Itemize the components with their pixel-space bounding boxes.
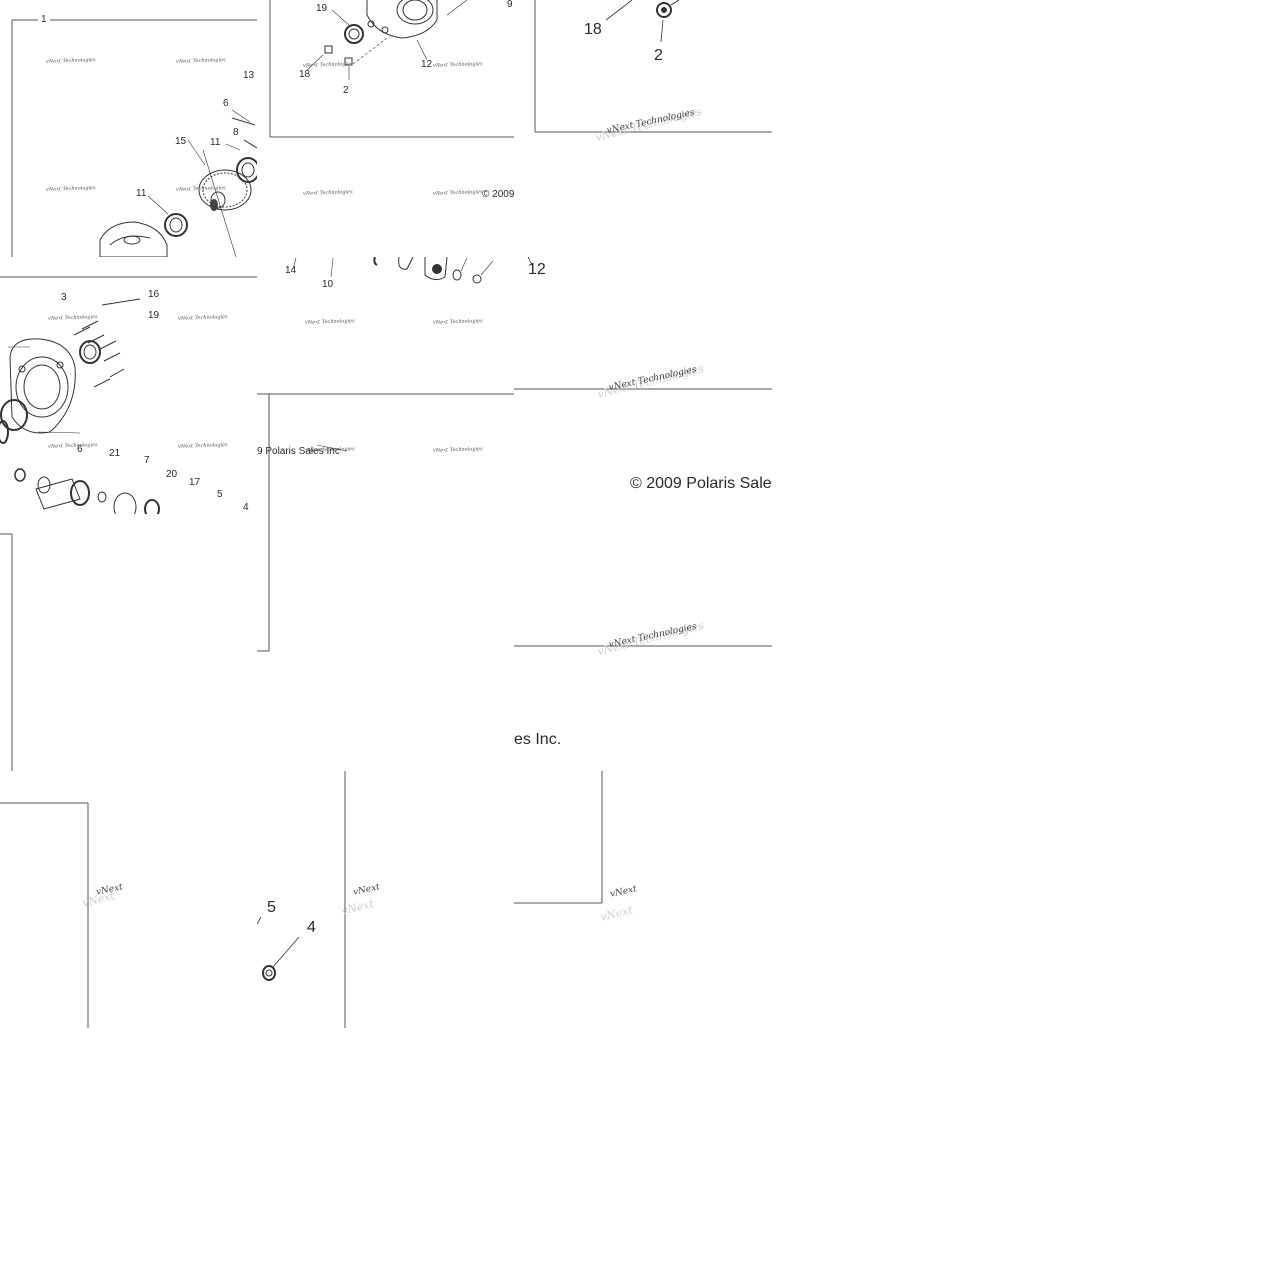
tile-6-drawing bbox=[514, 257, 772, 390]
callout-label: 19 bbox=[316, 3, 328, 14]
callout-label: 18 bbox=[299, 69, 311, 80]
copyright-text: © 2009 bbox=[482, 189, 514, 200]
callout-label: 9 bbox=[507, 0, 513, 10]
callout-label: 12 bbox=[528, 261, 546, 278]
callout-label: 18 bbox=[584, 21, 602, 38]
callout-label: 20 bbox=[166, 469, 178, 480]
housing-icon bbox=[99, 221, 168, 257]
diagram-tile-5: 14 10 vNext Technologies vNext Technolog… bbox=[257, 257, 514, 514]
diagram-tile-2: 19 9 18 2 12 vNext Technologies vNext Te… bbox=[257, 0, 514, 257]
diagram-tile-3: 18 2 vNext Technologies vNext Technologi… bbox=[514, 0, 772, 257]
tile-7-drawing bbox=[0, 533, 13, 771]
callout-label: 5 bbox=[267, 899, 276, 916]
diagram-tile-1: 1 13 6 8 15 11 11 vNext Technologies vNe… bbox=[0, 0, 257, 257]
tile-10-drawing bbox=[0, 802, 89, 1028]
tile-12-drawing bbox=[514, 771, 603, 904]
callout-label: 11 bbox=[136, 188, 147, 199]
tile-5-drawing bbox=[257, 257, 514, 514]
callout-label: 8 bbox=[233, 127, 239, 138]
diagram-tile-12: vNext vNext bbox=[514, 771, 772, 1028]
diagram-tile-4: 3 16 19 21 7 20 17 5 4 6 vNext Technolog… bbox=[0, 257, 257, 514]
diagram-tile-9: vNext Technologies vNext Technologies bbox=[514, 514, 772, 771]
copyright-text: © 2009 Polaris Sale bbox=[630, 475, 772, 492]
callout-label: 2 bbox=[343, 85, 349, 96]
tile-9-drawing bbox=[514, 645, 772, 647]
tile-8-drawing bbox=[257, 514, 270, 652]
callout-label: 19 bbox=[148, 310, 160, 321]
diagram-tile-10: vNext vNext bbox=[0, 771, 257, 1028]
callout-label: 4 bbox=[307, 919, 316, 936]
pinion-shaft-icon bbox=[35, 476, 81, 510]
ring-gear-icon bbox=[198, 169, 252, 211]
tile-2-drawing bbox=[269, 0, 514, 138]
callout-label: 21 bbox=[109, 448, 121, 459]
callout-label: 4 bbox=[243, 502, 249, 513]
callout-label: 6 bbox=[77, 444, 83, 455]
diagram-tile-7 bbox=[0, 514, 257, 771]
tile-1-drawing bbox=[11, 19, 257, 257]
callout-label: 11 bbox=[210, 137, 221, 148]
callout-label: 12 bbox=[421, 59, 433, 70]
diagram-tile-8 bbox=[257, 514, 514, 771]
callout-label: 13 bbox=[243, 70, 255, 81]
callout-label: 1 bbox=[41, 14, 47, 25]
tile-3-drawing bbox=[534, 0, 772, 133]
callout-label: 2 bbox=[654, 47, 663, 64]
diagram-tile-11: 5 4 vNext vNext bbox=[257, 771, 514, 1028]
callout-label: 10 bbox=[322, 279, 334, 290]
tile-4-drawing bbox=[0, 276, 257, 514]
callout-label: 17 bbox=[189, 477, 201, 488]
callout-label: 3 bbox=[61, 292, 67, 303]
housing-icon bbox=[9, 338, 76, 434]
housing-icon bbox=[366, 0, 438, 39]
callout-label: 5 bbox=[217, 489, 223, 500]
callout-label: 16 bbox=[148, 289, 160, 300]
callout-label: 6 bbox=[223, 98, 229, 109]
callout-label: 7 bbox=[144, 455, 150, 466]
tile-11-drawing bbox=[257, 771, 346, 1028]
copyright-text: es Inc. bbox=[514, 731, 562, 748]
callout-label: 15 bbox=[175, 136, 187, 147]
callout-label: 14 bbox=[285, 265, 297, 276]
copyright-text: 9 Polaris Sales Inc bbox=[257, 446, 340, 457]
diagram-tile-6: 12 vNext Technologies vNext Technologies… bbox=[514, 257, 772, 514]
